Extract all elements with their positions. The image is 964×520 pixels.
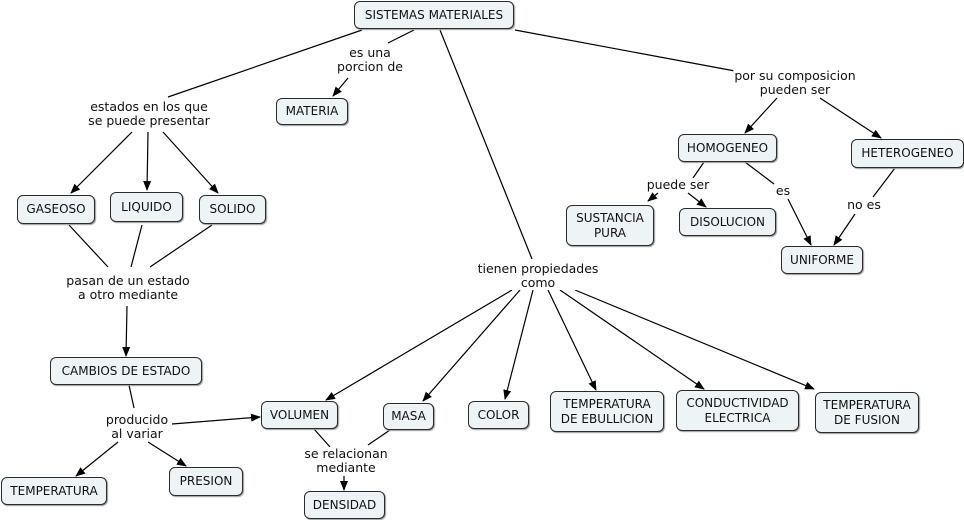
link-label-porcion: es una porcion de xyxy=(336,45,404,74)
node-temperatura-de-fusion[interactable]: TEMPERATURA DE FUSION xyxy=(815,392,919,433)
link-label-estados: estados en los que se puede presentar xyxy=(87,99,211,128)
node-liquido[interactable]: LIQUIDO xyxy=(110,192,183,222)
link-label-propiedades: tienen propiedades como xyxy=(476,261,600,290)
link-label-producido: producido al variar xyxy=(104,412,170,441)
link-label-relacionan: se relacionan mediante xyxy=(303,446,389,475)
link-label-no-es: no es xyxy=(846,197,882,212)
link-label-es: es xyxy=(774,183,792,198)
node-temperatura-de-ebullicion[interactable]: TEMPERATURA DE EBULLICION xyxy=(550,391,664,432)
node-masa[interactable]: MASA xyxy=(383,403,434,430)
node-solido[interactable]: SOLIDO xyxy=(199,195,266,224)
node-cambios-de-estado[interactable]: CAMBIOS DE ESTADO xyxy=(50,357,202,385)
node-temperatura[interactable]: TEMPERATURA xyxy=(1,477,107,505)
node-conductividad-electrica[interactable]: CONDUCTIVIDAD ELECTRICA xyxy=(676,390,799,431)
node-presion[interactable]: PRESION xyxy=(169,467,243,496)
node-volumen[interactable]: VOLUMEN xyxy=(261,401,338,429)
node-materia[interactable]: MATERIA xyxy=(276,98,348,125)
node-disolucion[interactable]: DISOLUCION xyxy=(679,208,776,236)
node-densidad[interactable]: DENSIDAD xyxy=(304,491,385,519)
node-homogeneo[interactable]: HOMOGENEO xyxy=(678,134,777,162)
link-label-composicion: por su composicion pueden ser xyxy=(733,68,857,97)
node-heterogeneo[interactable]: HETEROGENEO xyxy=(851,139,964,168)
node-color[interactable]: COLOR xyxy=(468,401,529,429)
node-uniforme[interactable]: UNIFORME xyxy=(781,246,863,274)
node-sustancia-pura[interactable]: SUSTANCIA PURA xyxy=(566,205,654,246)
node-sistemas-materiales[interactable]: SISTEMAS MATERIALES xyxy=(354,1,514,29)
link-label-puede-ser: puede ser xyxy=(645,177,711,192)
node-gaseoso[interactable]: GASEOSO xyxy=(17,195,95,224)
link-label-pasan: pasan de un estado a otro mediante xyxy=(65,273,191,302)
